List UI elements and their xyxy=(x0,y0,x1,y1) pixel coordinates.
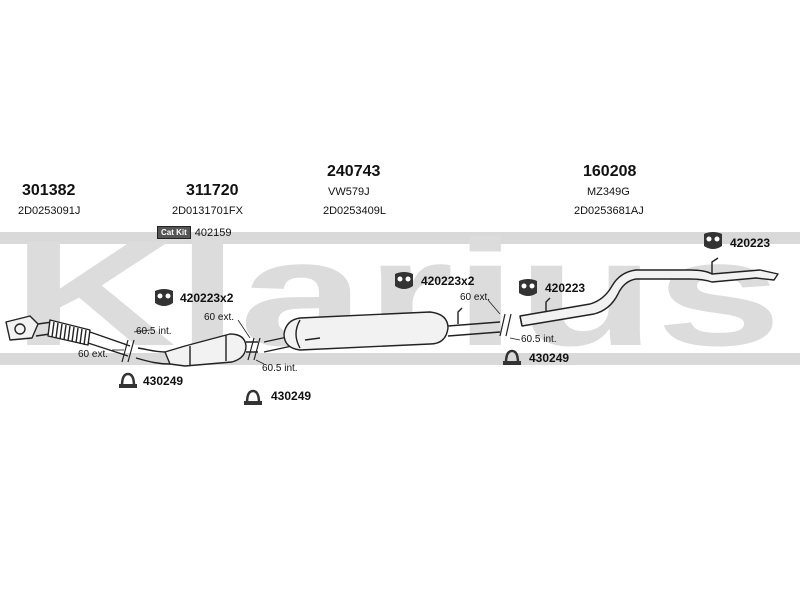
front-flange xyxy=(5,315,53,341)
oem-ref-line1-240743: VW579J xyxy=(328,186,370,198)
dim-label: 60 ext. xyxy=(204,312,235,323)
catalyst-311720 xyxy=(135,333,258,367)
pipe-clamp-icon xyxy=(244,389,262,405)
dim-label: 60.5 int. xyxy=(521,334,557,345)
pipe-clamp-icon xyxy=(503,349,521,365)
cat-kit-badge: Cat Kit xyxy=(157,226,191,239)
hanger-420223x2-middle: 420223x2 xyxy=(421,274,475,288)
dim-label: 60.5 int. xyxy=(136,326,172,337)
dimension-leaders xyxy=(112,299,521,365)
hanger-420223x2-front: 420223x2 xyxy=(180,291,234,305)
pipe-clamp-icon xyxy=(119,372,137,388)
hanger-420223-tail: 420223 xyxy=(730,236,771,250)
oem-ref-line1-160208: MZ349G xyxy=(587,186,630,198)
middle-silencer-240743 xyxy=(263,307,501,353)
oem-ref-160208: 2D0253681AJ xyxy=(574,205,644,217)
rubber-hanger-icon xyxy=(155,289,173,306)
rubber-hanger-icon xyxy=(704,232,722,249)
part-number-301382: 301382 xyxy=(22,182,76,199)
rubber-hanger-icon xyxy=(519,279,537,296)
clamp-430249-rear: 430249 xyxy=(529,351,570,365)
dim-label: 60 ext. xyxy=(78,349,109,360)
part-number-311720: 311720 xyxy=(186,182,239,199)
cat-kit: Cat Kit 402159 xyxy=(157,226,232,239)
cat-kit-code: 402159 xyxy=(194,226,232,239)
part-number-240743: 240743 xyxy=(327,163,381,180)
dim-label: 60 ext. xyxy=(460,292,491,303)
joint-marks xyxy=(121,313,512,363)
clamp-430249-middle: 430249 xyxy=(271,389,312,403)
dim-label: 60.5 int. xyxy=(262,363,298,374)
flex-pipe-301382 xyxy=(47,319,131,357)
clamp-430249-front: 430249 xyxy=(143,374,184,388)
part-number-160208: 160208 xyxy=(583,163,637,180)
oem-ref-240743: 2D0253409L xyxy=(323,205,387,217)
oem-ref-301382: 2D0253091J xyxy=(18,205,81,217)
rubber-hanger-icon xyxy=(395,272,413,289)
oem-ref-311720: 2D0131701FX xyxy=(172,205,243,217)
tail-pipe-160208 xyxy=(519,257,779,327)
hanger-420223-rear: 420223 xyxy=(545,281,586,295)
